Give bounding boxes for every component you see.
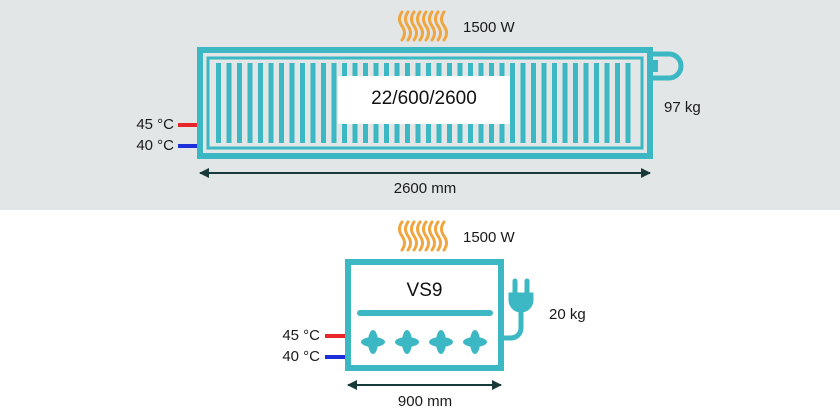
- top-model-label: 22/600/2600: [371, 88, 477, 109]
- radiator-fin: [510, 63, 515, 143]
- radiator-fin: [289, 63, 295, 143]
- radiator-fin: [531, 63, 536, 143]
- radiator-fin: [226, 63, 232, 143]
- top-length-label: 2600 mm: [393, 180, 457, 197]
- bottom-power-label: 1500 W: [463, 229, 515, 246]
- radiator-fin: [573, 63, 578, 143]
- radiator-fin: [216, 63, 221, 143]
- top-weight-label: 97 kg: [664, 99, 701, 116]
- radiator-fin: [604, 63, 610, 143]
- radiator-fin: [625, 63, 631, 143]
- radiator-fin: [279, 63, 284, 143]
- top-heat-waves-icon: [398, 10, 448, 42]
- fan-icon: [429, 330, 453, 354]
- top-temp-in-label: 45 °C: [136, 116, 174, 133]
- bottom-temp-in-label: 45 °C: [282, 327, 320, 344]
- bottom-model-label: VS9: [406, 280, 443, 301]
- radiator-fin: [615, 63, 620, 143]
- bottom-heat-waves-icon: [398, 220, 448, 252]
- radiator-fin: [310, 63, 316, 143]
- radiator-fin: [594, 63, 599, 143]
- fan-convector-icon: [345, 259, 504, 371]
- radiator-fin: [541, 63, 547, 143]
- fan-icon: [395, 330, 419, 354]
- panel-radiator-icon: [197, 47, 684, 159]
- radiator-fin: [520, 63, 526, 143]
- fan-icon: [463, 330, 487, 354]
- radiator-fin: [237, 63, 242, 143]
- radiator-fin: [583, 63, 589, 143]
- radiator-fin: [258, 63, 263, 143]
- radiator-fin: [552, 63, 557, 143]
- bottom-weight-label: 20 kg: [549, 306, 586, 323]
- bottom-length-label: 900 mm: [397, 393, 453, 410]
- fan-icon: [361, 330, 385, 354]
- radiator-fin: [247, 63, 253, 143]
- radiator-fin: [268, 63, 274, 143]
- bottom-temp-out-label: 40 °C: [282, 348, 320, 365]
- radiator-fin: [321, 63, 326, 143]
- top-power-label: 1500 W: [463, 19, 515, 36]
- top-temp-out-label: 40 °C: [136, 137, 174, 154]
- radiator-fin: [300, 63, 305, 143]
- radiator-fin: [331, 63, 337, 143]
- power-plug-icon: [498, 278, 534, 341]
- radiator-fin: [562, 63, 568, 143]
- model-label-box: [338, 76, 510, 124]
